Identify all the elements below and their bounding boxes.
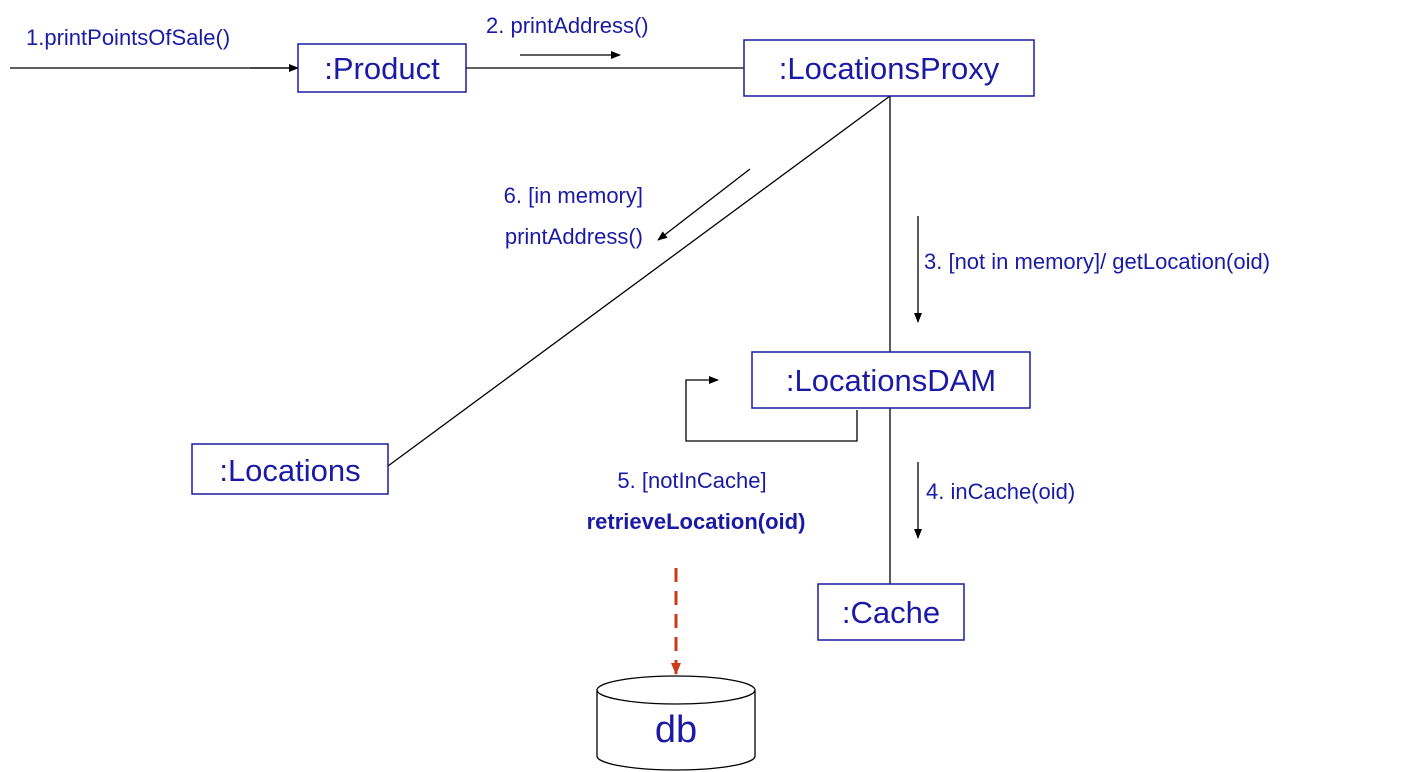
message-6-condition: 6. [in memory]: [504, 183, 643, 208]
object-locations-proxy[interactable]: :LocationsProxy: [743, 39, 1035, 97]
database-cylinder[interactable]: db: [596, 675, 756, 771]
object-locations-proxy-label: :LocationsProxy: [779, 51, 1000, 86]
message-5-condition: 5. [notInCache]: [617, 468, 766, 493]
message-6-label: printAddress(): [505, 224, 643, 249]
arrow-msg-6: [657, 168, 751, 241]
message-4-label: 4. inCache(oid): [926, 479, 1075, 504]
object-cache[interactable]: :Cache: [817, 583, 965, 641]
object-locations-label: :Locations: [219, 453, 360, 488]
object-locations-dam[interactable]: :LocationsDAM: [751, 351, 1031, 409]
object-cache-label: :Cache: [842, 595, 940, 630]
message-5-label: retrieveLocation(oid): [587, 509, 806, 534]
database-label: db: [655, 709, 697, 751]
message-2-label: 2. printAddress(): [486, 13, 649, 38]
object-product[interactable]: :Product: [297, 43, 467, 93]
message-1-label: 1.printPointsOfSale(): [26, 25, 230, 50]
self-loop-dam: [685, 376, 858, 442]
link-proxy-locations: [387, 95, 891, 467]
object-product-label: :Product: [324, 51, 440, 86]
message-3-label: 3. [not in memory]/ getLocation(oid): [924, 249, 1270, 274]
object-locations[interactable]: :Locations: [191, 443, 389, 495]
object-locations-dam-label: :LocationsDAM: [786, 363, 996, 398]
